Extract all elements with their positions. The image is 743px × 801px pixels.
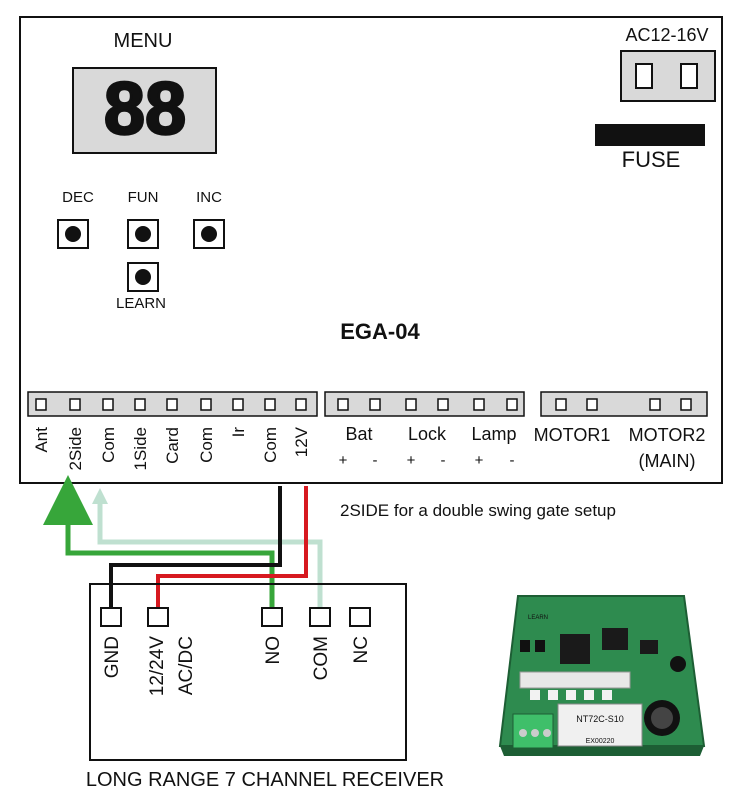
terminal-pin-mid-0 — [337, 398, 349, 411]
terminal-group-bat: Bat — [345, 424, 372, 444]
receiver-power-terminal — [147, 607, 169, 627]
dec-button-dot — [65, 226, 81, 242]
motor2-sublabel: (MAIN) — [639, 451, 696, 471]
power-label: AC12-16V — [625, 25, 708, 45]
terminal-label-com: Com — [261, 427, 280, 463]
terminal-strip-motor — [540, 391, 708, 417]
learn-label: LEARN — [116, 295, 166, 312]
receiver-label-nc: NC — [351, 636, 372, 663]
terminal-pin-motor-2 — [649, 398, 661, 411]
terminal-group-lock: Lock — [408, 424, 447, 444]
motor2-label: MOTOR2 — [629, 425, 706, 445]
terminal-label-ant: Ant — [32, 427, 51, 453]
receiver-pcb-photo: NT72C-S10 LEARN EX00220 — [498, 595, 706, 756]
model-name: EGA-04 — [340, 319, 420, 344]
receiver-title: LONG RANGE 7 CHANNEL RECEIVER — [86, 769, 444, 791]
receiver-gnd-terminal — [100, 607, 122, 627]
terminal-pin-left-7 — [264, 398, 276, 411]
learn-button-dot — [135, 269, 151, 285]
motor1-label: MOTOR1 — [534, 425, 611, 445]
polarity-label: + — [339, 452, 348, 469]
terminal-label-2side: 2Side — [66, 427, 85, 470]
terminal-label-1side: 1Side — [131, 427, 150, 470]
terminal-pin-left-4 — [166, 398, 178, 411]
terminal-pin-left-3 — [134, 398, 146, 411]
wire-red — [156, 486, 308, 608]
terminal-group-lamp: Lamp — [471, 424, 516, 444]
pcb-learn-label: LEARN — [528, 615, 548, 621]
terminal-label-ir: Ir — [229, 427, 248, 438]
terminal-pin-left-5 — [200, 398, 212, 411]
menu-label: MENU — [114, 30, 173, 52]
wire-black — [109, 486, 282, 608]
terminal-label-com: Com — [197, 427, 216, 463]
display-digits: 88 — [104, 67, 186, 150]
pcb-serial-label: EX00220 — [586, 738, 615, 745]
terminal-pin-motor-1 — [586, 398, 598, 411]
terminal-pin-left-1 — [69, 398, 81, 411]
polarity-label: + — [475, 452, 484, 469]
receiver-label-no: NO — [263, 636, 284, 665]
polarity-label: + — [407, 452, 416, 469]
receiver-no-terminal — [261, 607, 283, 627]
fuse-label: FUSE — [622, 147, 681, 172]
receiver-label-voltage: 12/24V — [147, 636, 168, 697]
polarity-label: - — [441, 452, 446, 469]
note-text: 2SIDE for a double swing gate setup — [340, 501, 616, 520]
dec-label: DEC — [62, 189, 94, 206]
receiver-com-terminal — [309, 607, 331, 627]
pcb-relay-label: NT72C-S10 — [576, 714, 624, 724]
polarity-label: - — [373, 452, 378, 469]
wire-lightgreen — [97, 500, 323, 608]
terminal-pin-mid-5 — [506, 398, 518, 411]
polarity-label: - — [510, 452, 515, 469]
terminal-pin-mid-1 — [369, 398, 381, 411]
terminal-pin-left-8 — [295, 398, 307, 411]
terminal-label-12v: 12V — [292, 426, 311, 457]
receiver-nc-terminal — [349, 607, 371, 627]
menu-display — [72, 67, 217, 154]
inc-button-dot — [201, 226, 217, 242]
power-pin-2 — [680, 63, 698, 89]
terminal-pin-left-6 — [232, 398, 244, 411]
power-pin-1 — [635, 63, 653, 89]
wire-green — [43, 475, 275, 608]
terminal-pin-left-2 — [102, 398, 114, 411]
receiver-label-acdc: AC/DC — [176, 636, 197, 695]
fun-button-dot — [135, 226, 151, 242]
terminal-pin-motor-3 — [680, 398, 692, 411]
receiver-label-com: COM — [311, 636, 332, 680]
terminal-pin-motor-0 — [555, 398, 567, 411]
terminal-label-com: Com — [99, 427, 118, 463]
receiver-label-gnd: GND — [102, 636, 123, 678]
terminal-label-card: Card — [163, 427, 182, 464]
terminal-pin-mid-3 — [437, 398, 449, 411]
receiver-box — [89, 583, 407, 761]
wire-lightgreen-arrow — [92, 488, 108, 504]
terminal-pin-mid-2 — [405, 398, 417, 411]
terminal-pin-mid-4 — [473, 398, 485, 411]
inc-label: INC — [196, 189, 222, 206]
fuse — [595, 124, 705, 146]
fun-label: FUN — [128, 189, 159, 206]
terminal-pin-left-0 — [35, 398, 47, 411]
terminal-strip-mid — [324, 391, 525, 417]
